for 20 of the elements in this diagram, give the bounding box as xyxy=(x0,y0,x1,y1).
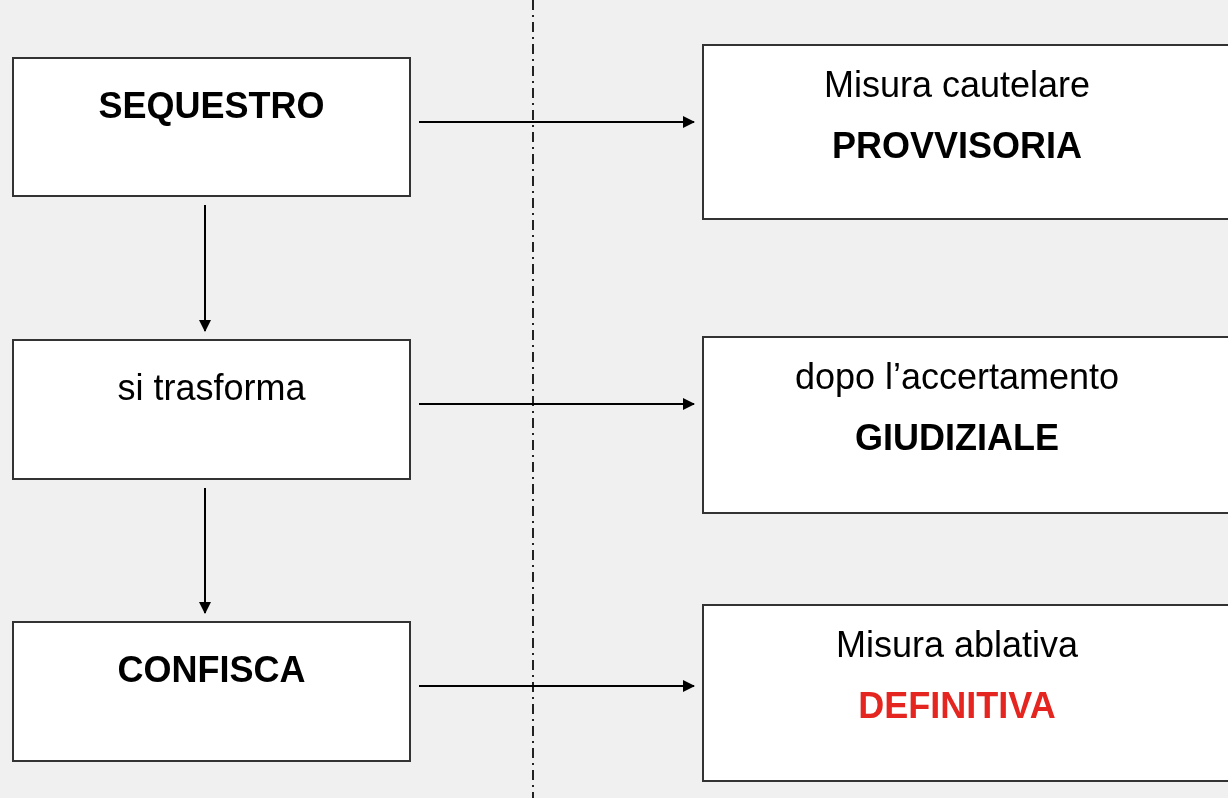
description-text: Misura ablativa xyxy=(835,623,1079,667)
description-text: dopo l’accertamento xyxy=(794,355,1120,399)
arrow xyxy=(199,204,211,332)
box-label: si trasforma xyxy=(117,366,306,410)
process-box xyxy=(12,621,411,762)
process-box xyxy=(702,336,1228,514)
arrow xyxy=(418,116,695,128)
process-box xyxy=(702,604,1228,782)
arrow xyxy=(199,487,211,614)
arrow xyxy=(418,680,695,692)
box-label: SEQUESTRO xyxy=(98,84,325,128)
emphasis-label: GIUDIZIALE xyxy=(855,416,1059,460)
arrow xyxy=(418,398,695,410)
process-box xyxy=(12,339,411,480)
emphasis-label: PROVVISORIA xyxy=(831,124,1083,168)
emphasis-label: DEFINITIVA xyxy=(858,684,1056,728)
description-text: Misura cautelare xyxy=(823,63,1091,107)
process-box xyxy=(702,44,1228,220)
box-label: CONFISCA xyxy=(117,648,306,692)
process-box xyxy=(12,57,411,197)
